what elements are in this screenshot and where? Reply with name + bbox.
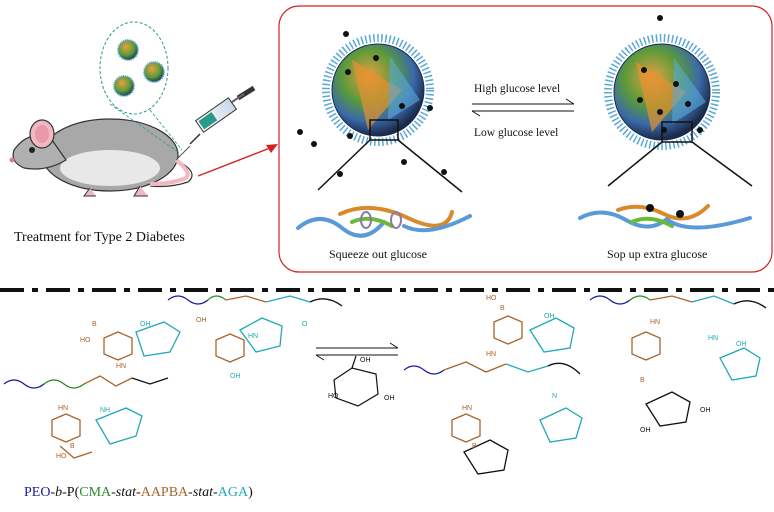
label-oh-2: OH	[140, 321, 151, 328]
label-hn-4: HN	[486, 351, 496, 358]
label-ho-2: HO	[56, 453, 67, 460]
label-b-2: B	[70, 443, 75, 450]
label-oh-6: OH	[544, 313, 555, 320]
formula-stat2: -stat-	[188, 485, 218, 500]
chem-equilibrium-arrows	[315, 342, 399, 361]
chem-structure-left	[3, 295, 343, 459]
formula-peo: PEO	[24, 485, 51, 500]
label-hn-7: HN	[708, 335, 718, 342]
label-ho-1: HO	[80, 337, 91, 344]
chem-structure-right	[403, 295, 767, 475]
formula-b: -b-	[50, 485, 67, 500]
nanoparticle-left	[317, 34, 463, 193]
formula-aga: AGA	[217, 485, 249, 500]
formula-stat1: -stat-	[111, 485, 141, 500]
equilibrium-arrows	[471, 98, 575, 117]
label-hn-3: HN	[248, 333, 258, 340]
label-ho-4: HO	[486, 295, 497, 302]
red-arrow	[197, 144, 278, 177]
polymer-formula: PEO-b-P(CMA-stat-AAPBA-stat-AGA)	[24, 485, 253, 501]
label-oh-4: OH	[360, 357, 371, 364]
mouse-illustration	[9, 118, 193, 197]
label-n-1: N	[552, 393, 557, 400]
caption-text: Treatment for Type 2 Diabetes	[14, 230, 185, 245]
syringe-icon	[175, 85, 256, 161]
label-b-4: B	[472, 443, 477, 450]
label-nh-1: NH	[100, 407, 110, 414]
label-hn-1: HN	[116, 363, 126, 370]
mechanism-panel	[278, 5, 773, 273]
label-oh-3: OH	[230, 373, 241, 380]
label-hn-2: HN	[58, 405, 68, 412]
label-ho-3: HO	[328, 393, 339, 400]
label-hn-6: HN	[650, 319, 660, 326]
formula-close: )	[248, 485, 253, 500]
label-oh-9: OH	[640, 427, 651, 434]
high-glucose-label: High glucose level	[474, 83, 561, 95]
formula-aapba: AAPBA	[140, 485, 189, 500]
glucose-dots	[297, 15, 703, 177]
squeeze-label: Squeeze out glucose	[329, 247, 427, 261]
nanoparticle-right	[604, 34, 753, 187]
label-oh-1: OH	[196, 317, 207, 324]
formula-cma: CMA	[79, 485, 112, 500]
label-b-3: B	[500, 305, 505, 312]
label-hn-5: HN	[462, 405, 472, 412]
label-b-1: B	[92, 321, 97, 328]
polymer-strand-left	[296, 205, 472, 238]
label-oh-5: OH	[384, 395, 395, 402]
label-o-1: O	[302, 321, 308, 328]
formula-p-open: P(	[66, 485, 80, 500]
glucose-molecule	[333, 355, 379, 407]
low-glucose-label: Low glucose level	[474, 127, 559, 139]
chem-atom-labels: B HO OH HN HN HO B OH HN O OH NH OH HO O…	[56, 295, 747, 460]
polymer-strand-right	[578, 204, 752, 230]
sop-label: Sop up extra glucose	[607, 247, 708, 261]
nanoparticle-ellipse	[99, 21, 183, 153]
label-b-5: B	[640, 377, 645, 384]
label-oh-7: OH	[736, 341, 747, 348]
label-oh-8: OH	[700, 407, 711, 414]
